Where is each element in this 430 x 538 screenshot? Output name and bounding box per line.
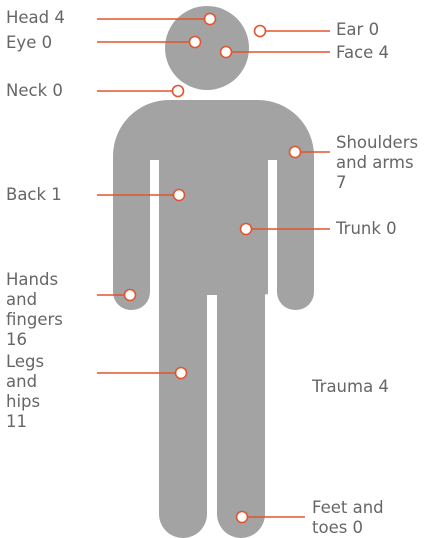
callout-marker-head (205, 14, 216, 25)
label-trauma: Trauma 4 (312, 377, 389, 397)
callout-marker-feet (237, 512, 248, 523)
right-leg-shape (217, 250, 265, 538)
callout-marker-shoulders (290, 147, 301, 158)
label-head: Head 4 (6, 8, 65, 28)
callout-marker-hands (125, 290, 136, 301)
label-eye: Eye 0 (6, 33, 52, 53)
label-neck: Neck 0 (6, 81, 63, 101)
label-hands-and-fingers: Hands and fingers 16 (6, 270, 78, 350)
label-shoulders-and-arms: Shoulders and arms 7 (336, 133, 424, 193)
callout-marker-legs (176, 368, 187, 379)
callout-marker-eye (190, 37, 201, 48)
callout-marker-trunk (241, 224, 252, 235)
callout-marker-back (174, 190, 185, 201)
left-arm-gap (150, 160, 159, 320)
label-feet-and-toes: Feet and toes 0 (312, 498, 396, 538)
label-ear: Ear 0 (336, 20, 379, 40)
label-legs-and-hips: Legs and hips 11 (6, 352, 66, 432)
left-leg-shape (159, 250, 207, 538)
label-face: Face 4 (336, 43, 389, 63)
label-back: Back 1 (6, 185, 62, 205)
callout-marker-face (221, 47, 232, 58)
human-silhouette (113, 6, 314, 538)
torso-shape (113, 100, 314, 295)
leg-gap (207, 307, 217, 538)
label-trunk: Trunk 0 (336, 219, 397, 239)
callout-marker-ear (255, 26, 266, 37)
callout-marker-neck (173, 86, 184, 97)
right-arm-gap (268, 160, 277, 320)
